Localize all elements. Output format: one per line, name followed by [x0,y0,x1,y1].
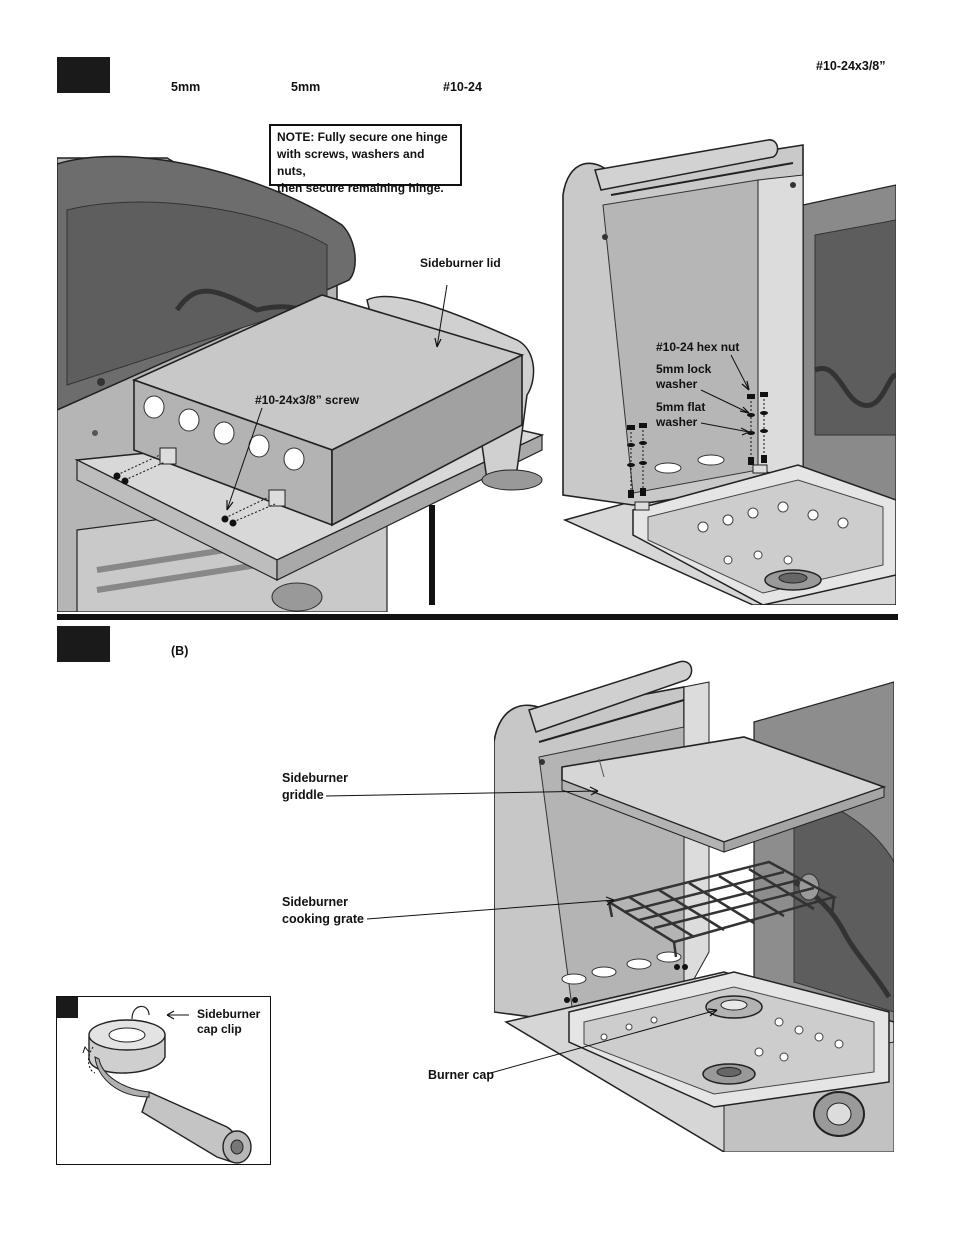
griddle-line-2: griddle [282,788,324,802]
lock-washer-line-2: washer [656,377,698,391]
grate-line-2: cooking grate [282,912,364,926]
note-box: NOTE: Fully secure one hinge with screws… [269,124,462,195]
step-1-left-illustration [57,155,545,612]
step-2-illustration [494,660,894,1152]
flat-washer-line-2: washer [656,415,698,429]
inset-letter-box [57,997,78,1018]
spec-flat-washer-label: 5mm [291,80,321,94]
flat-washer-line-1: 5mm flat [656,400,706,414]
sideburner-lid-label: Sideburner lid [420,256,501,270]
flat-washer-label: 5mm flat washer [656,400,705,430]
note-line-2: with screws, washers and nuts, [277,147,425,178]
spec-lock-washer-label: 5mm [171,80,201,94]
inset-box: Sideburner cap clip [56,996,271,1165]
note-line-3: then secure remaining hinge. [277,181,444,195]
cap-clip-label: Sideburner cap clip [197,1007,260,1037]
hex-nut-label: #10-24 hex nut [656,340,740,354]
cap-clip-line-2: cap clip [197,1022,242,1036]
screw-label: #10-24x3/8” screw [255,393,360,407]
griddle-line-1: Sideburner [282,771,348,785]
lock-washer-line-1: 5mm lock [656,362,712,376]
cap-clip-line-1: Sideburner [197,1007,261,1021]
step-divider [57,614,898,620]
note-line-1: NOTE: Fully secure one hinge [277,130,448,144]
griddle-label: Sideburner griddle [282,770,348,804]
grate-line-1: Sideburner [282,895,348,909]
griddle-leader [326,786,599,797]
burner-cap-leader [486,1008,718,1075]
spec-nut-label: #10-24 [443,80,482,94]
step-2-ref-label: (B) [171,644,189,658]
spec-screw-label: #10-24x3/8” [816,59,886,73]
step-1-number-box [57,57,110,93]
step-1-right-illustration [562,139,896,605]
lock-washer-label: 5mm lock washer [656,362,711,392]
grate-leader [367,896,615,920]
grate-label: Sideburner cooking grate [282,894,364,928]
burner-cap-label: Burner cap [428,1068,494,1082]
inset-burner-illustration [82,1005,252,1164]
step-2-number-box [57,626,110,662]
